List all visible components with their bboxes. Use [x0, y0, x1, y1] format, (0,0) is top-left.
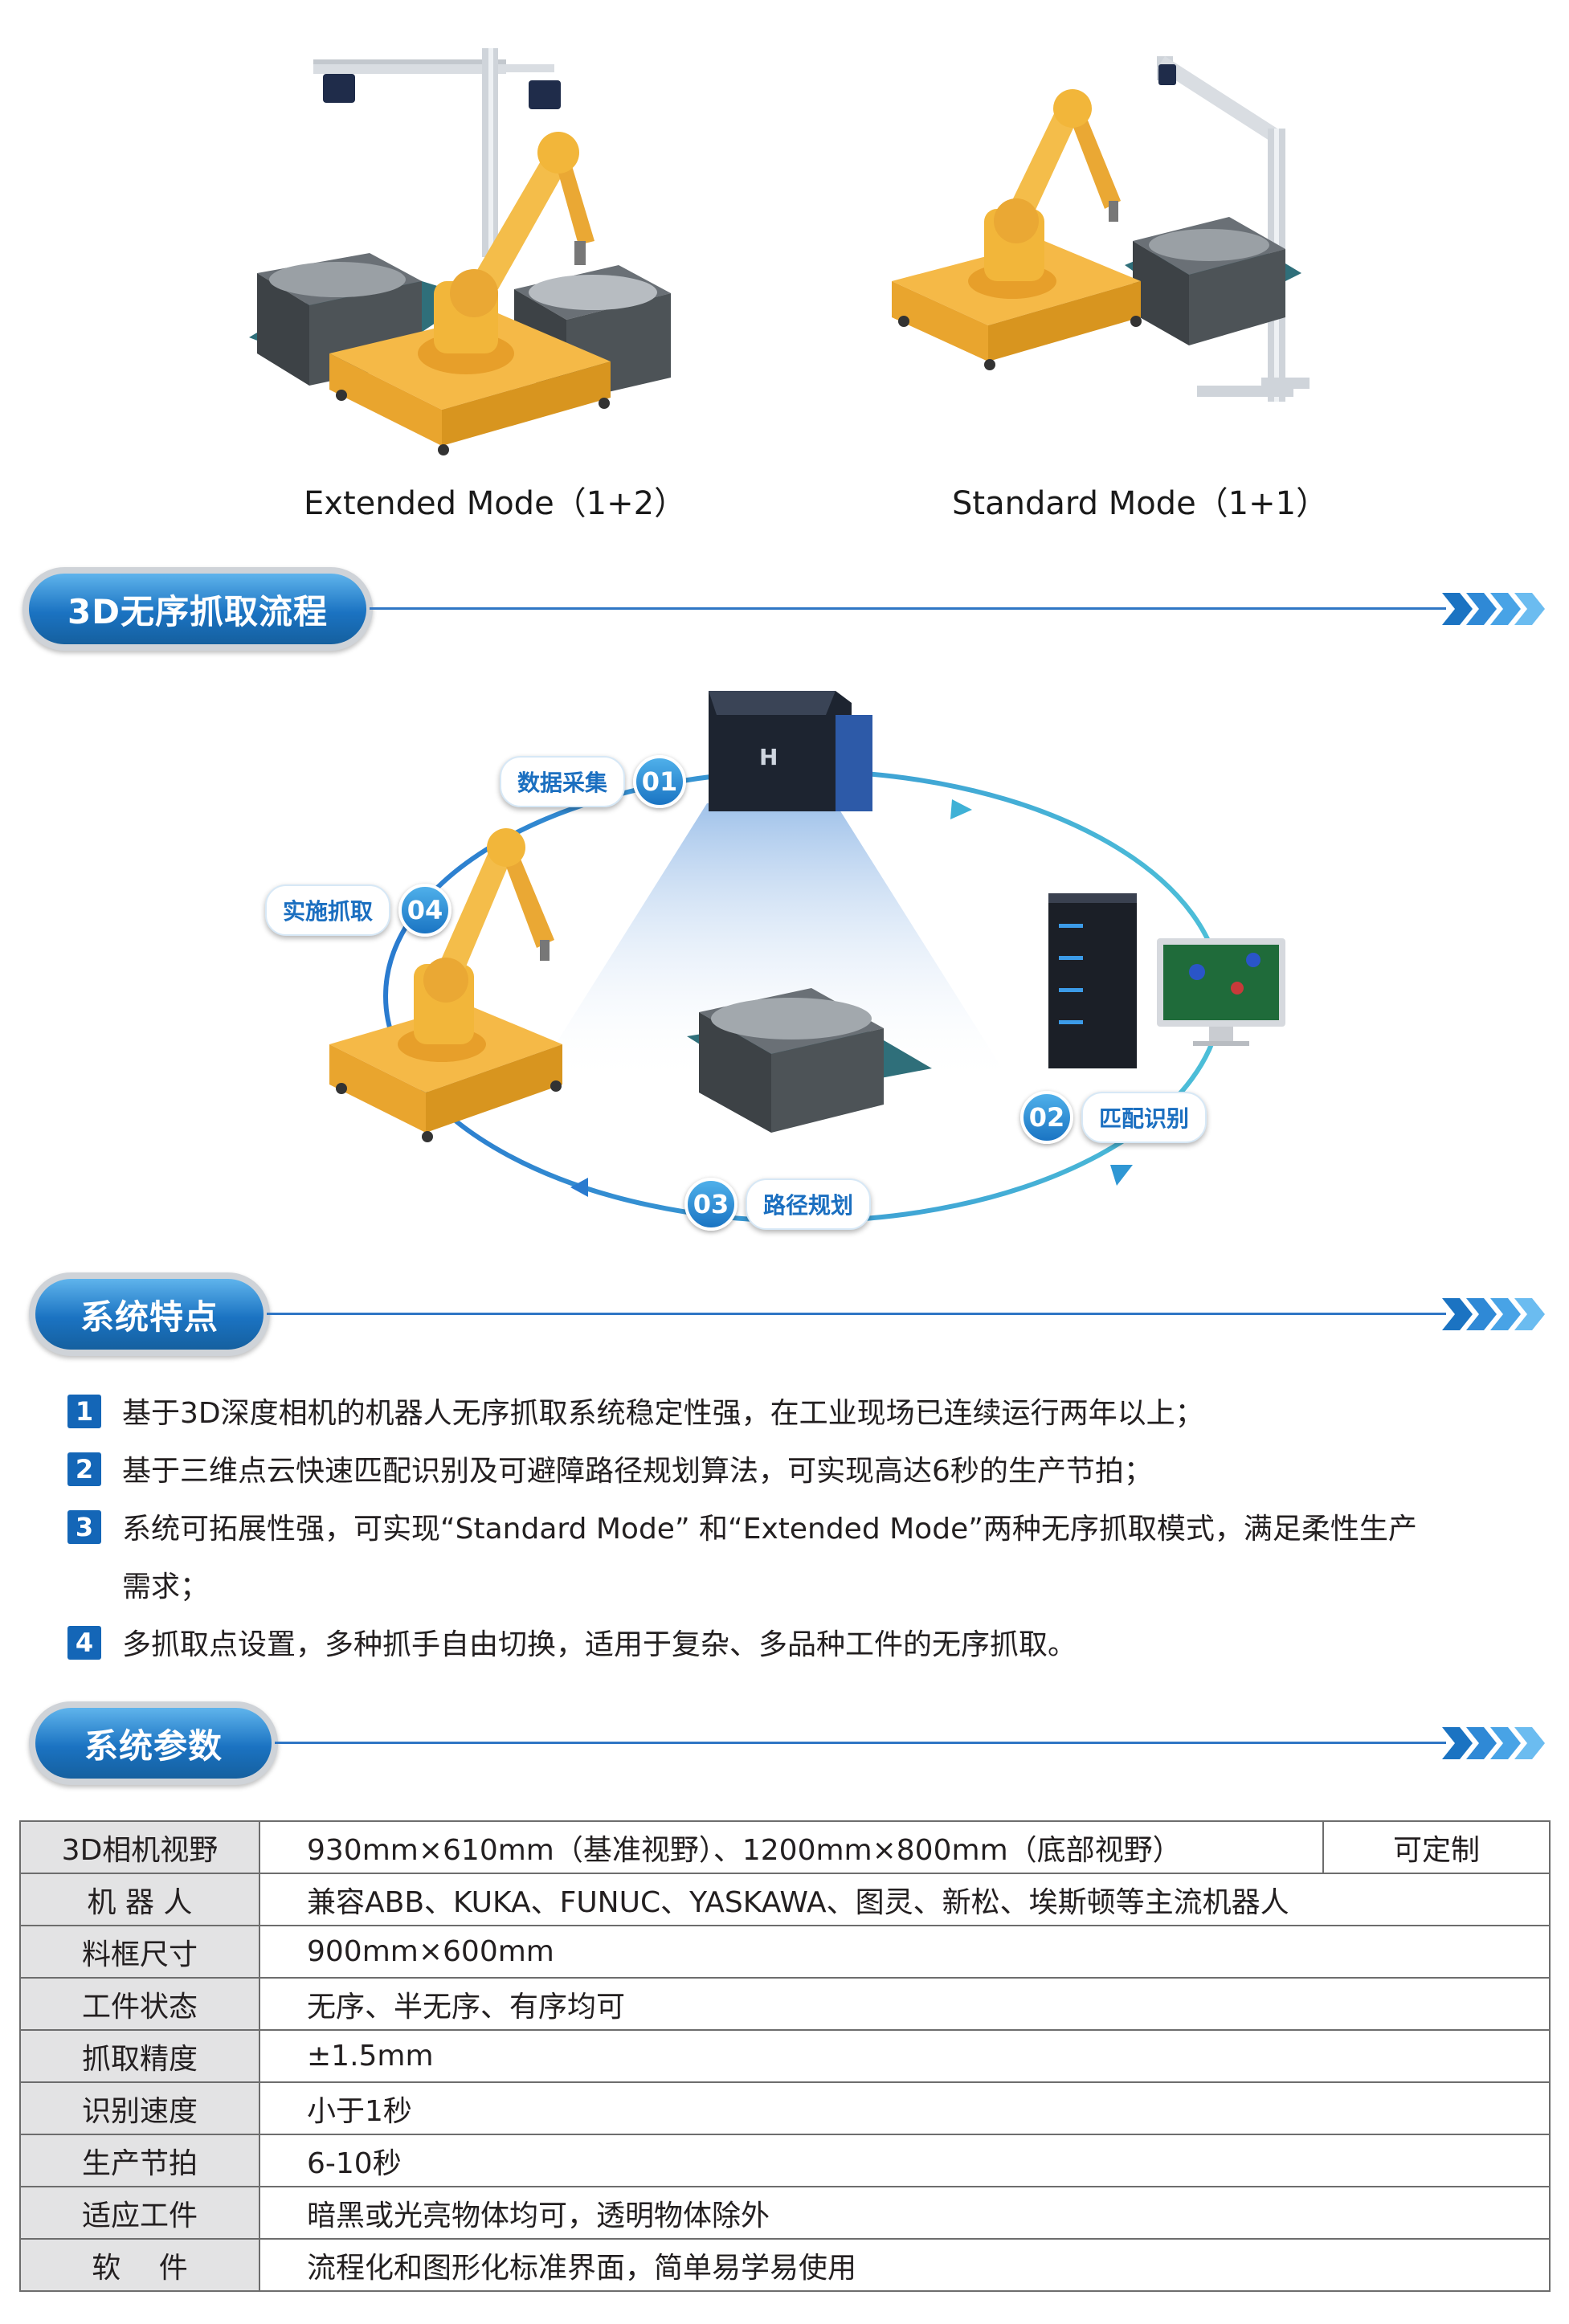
param-extra: 可定制	[1322, 1820, 1551, 1874]
param-key: 生产节拍	[19, 2134, 260, 2187]
chevron-arrows-icon	[1442, 593, 1545, 625]
table-row: 料框尺寸 900mm×600mm	[19, 1925, 1551, 1979]
feature-text: 基于三维点云快速匹配识别及可避障路径规划算法，可实现高达6秒的生产节拍；	[122, 1455, 1153, 1488]
step-04-badge: 实施抓取 04	[265, 884, 452, 937]
table-row: 生产节拍 6-10秒	[19, 2134, 1551, 2187]
param-value: 6-10秒	[259, 2134, 1551, 2187]
param-value: 兼容ABB、KUKA、FUNUC、YASKAWA、图灵、新松、埃斯顿等主流机器人	[259, 1873, 1551, 1926]
table-row: 软 件 流程化和图形化标准界面，简单易学易使用	[19, 2238, 1551, 2292]
feature-text: 系统可拓展性强，可实现“Standard Mode” 和“Extended Mo…	[122, 1513, 1417, 1546]
param-key: 工件状态	[19, 1977, 260, 2031]
chevron-arrows-icon	[1442, 1298, 1545, 1330]
feature-number: 4	[67, 1626, 101, 1660]
param-key: 识别速度	[19, 2081, 260, 2135]
feature-number: 1	[67, 1395, 101, 1428]
table-row: 工件状态 无序、半无序、有序均可	[19, 1977, 1551, 2031]
feature-item-3: 3 系统可拓展性强，可实现“Standard Mode” 和“Extended M…	[67, 1501, 1538, 1616]
svg-text:H: H	[759, 744, 778, 770]
param-value: 900mm×600mm	[259, 1925, 1551, 1979]
process-section-header: 3D无序抓取流程	[22, 567, 373, 651]
table-row: 机 器 人 兼容ABB、KUKA、FUNUC、YASKAWA、图灵、新松、埃斯顿…	[19, 1873, 1551, 1926]
param-value: 930mm×610mm（基准视野）、1200mm×800mm（底部视野）	[259, 1820, 1324, 1874]
params-section-header: 系统参数	[29, 1701, 278, 1785]
feature-item-1: 1 基于3D深度相机的机器人无序抓取系统稳定性强，在工业现场已连续运行两年以上；	[67, 1385, 1538, 1443]
feature-item-2: 2 基于三维点云快速匹配识别及可避障路径规划算法，可实现高达6秒的生产节拍；	[67, 1443, 1538, 1501]
features-section-title: 系统特点	[35, 1279, 264, 1350]
params-table: 3D相机视野 930mm×610mm（基准视野）、1200mm×800mm（底部…	[19, 1820, 1551, 2292]
extended-mode-caption: Extended Mode（1+2）	[304, 485, 687, 522]
params-section-title: 系统参数	[35, 1708, 272, 1779]
param-key: 3D相机视野	[19, 1820, 260, 1874]
feature-number: 3	[67, 1510, 101, 1544]
param-value: 暗黑或光亮物体均可，透明物体除外	[259, 2186, 1551, 2240]
chevron-arrows-icon	[1442, 1727, 1545, 1759]
section-divider-line	[275, 1742, 1446, 1744]
step-label: 数据采集	[500, 756, 626, 807]
table-row: 抓取精度 ±1.5mm	[19, 2029, 1551, 2083]
param-key: 料框尺寸	[19, 1925, 260, 1979]
process-section-title: 3D无序抓取流程	[29, 574, 366, 644]
param-key: 软 件	[19, 2238, 260, 2292]
feature-text: 多抓取点设置，多种抓手自由切换，适用于复杂、多品种工件的无序抓取。	[122, 1628, 1077, 1661]
process-cycle-diagram: H	[329, 691, 1285, 1223]
param-value: 小于1秒	[259, 2081, 1551, 2135]
param-key: 适应工件	[19, 2186, 260, 2240]
step-label: 匹配识别	[1081, 1092, 1207, 1143]
table-row: 适应工件 暗黑或光亮物体均可，透明物体除外	[19, 2186, 1551, 2240]
extended-mode-illustration	[249, 48, 671, 455]
section-divider-line	[370, 607, 1446, 610]
feature-number: 2	[67, 1452, 101, 1486]
param-value: 流程化和图形化标准界面，简单易学易使用	[259, 2238, 1551, 2292]
standard-mode-illustration	[892, 56, 1310, 402]
step-label: 实施抓取	[265, 884, 391, 936]
param-key: 抓取精度	[19, 2029, 260, 2083]
param-key: 机 器 人	[19, 1873, 260, 1926]
table-row: 3D相机视野 930mm×610mm（基准视野）、1200mm×800mm（底部…	[19, 1820, 1551, 1874]
section-divider-line	[267, 1313, 1446, 1315]
features-section-header: 系统特点	[29, 1272, 270, 1356]
step-label: 路径规划	[746, 1178, 872, 1230]
feature-text-continued: 需求；	[122, 1570, 210, 1603]
step-number: 02	[1020, 1091, 1073, 1144]
step-03-badge: 03 路径规划	[684, 1178, 872, 1231]
step-number: 03	[684, 1178, 738, 1231]
step-01-badge: 数据采集 01	[500, 755, 687, 808]
step-02-badge: 02 匹配识别	[1020, 1091, 1207, 1144]
step-number: 01	[633, 755, 687, 808]
table-row: 识别速度 小于1秒	[19, 2081, 1551, 2135]
feature-item-4: 4 多抓取点设置，多种抓手自由切换，适用于复杂、多品种工件的无序抓取。	[67, 1616, 1538, 1674]
feature-text: 基于3D深度相机的机器人无序抓取系统稳定性强，在工业现场已连续运行两年以上；	[122, 1397, 1204, 1430]
standard-mode-caption: Standard Mode（1+1）	[952, 485, 1329, 522]
param-value: ±1.5mm	[259, 2029, 1551, 2083]
param-value: 无序、半无序、有序均可	[259, 1977, 1551, 2031]
step-number: 04	[398, 884, 452, 937]
